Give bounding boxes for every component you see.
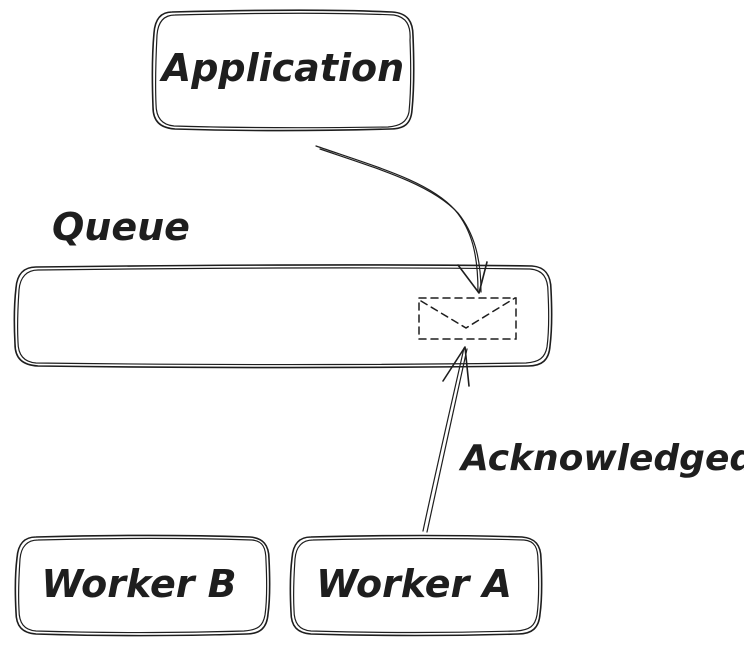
worker-b-label: Worker B (41, 562, 236, 606)
queue-node[interactable] (13, 264, 553, 369)
queue-label: Queue (52, 205, 190, 249)
message-envelope-icon (418, 297, 517, 340)
application-node[interactable]: Application (151, 9, 415, 132)
application-to-queue-arrow (315, 145, 488, 294)
worker-a-node[interactable]: Worker A (289, 534, 543, 637)
worker-b-node[interactable]: Worker B (14, 534, 271, 637)
ack-label: Acknowledged (458, 438, 744, 479)
application-label: Application (159, 46, 404, 90)
ack-arrow (422, 346, 470, 533)
worker-a-label: Worker A (316, 562, 512, 606)
